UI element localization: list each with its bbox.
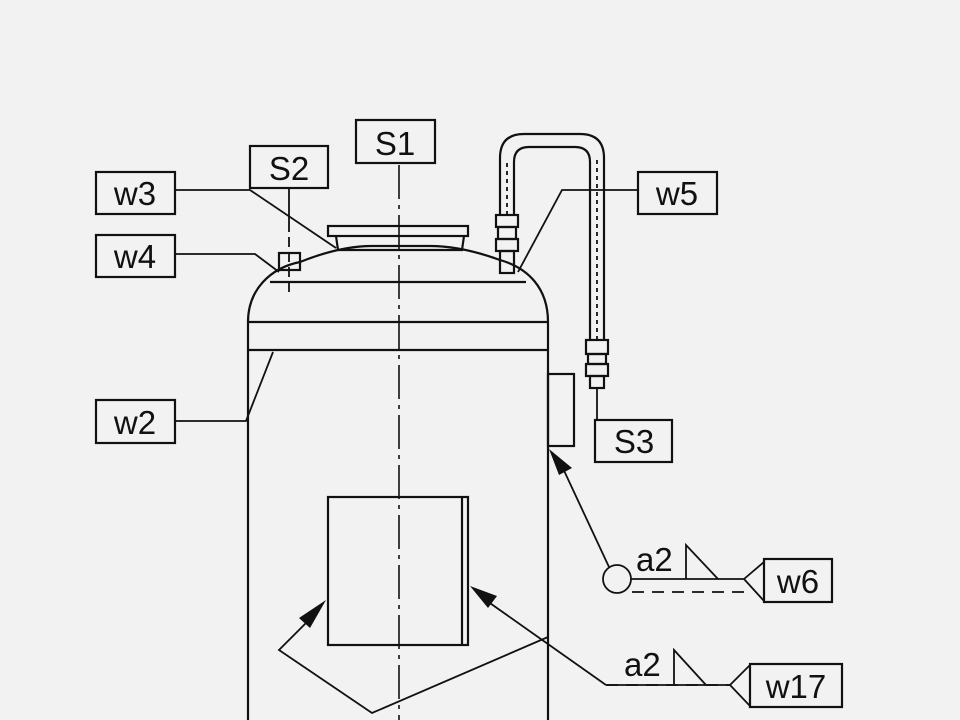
label-s1: S1 — [375, 125, 415, 162]
w17-weld-leader — [277, 586, 751, 715]
body-window — [326, 495, 470, 647]
pipe-loop — [494, 132, 610, 420]
label-box-w2 — [94, 398, 177, 445]
label-box-w17 — [748, 662, 844, 709]
vessel-shell — [246, 244, 550, 720]
label-box-s2 — [248, 144, 330, 190]
leader-lines — [175, 188, 638, 422]
label-box-w5 — [636, 170, 719, 216]
label-box-w3 — [94, 170, 177, 216]
weld-throat-w17: a2 — [624, 646, 661, 683]
label-s2: S2 — [269, 150, 309, 187]
weld-throat-w6: a2 — [636, 541, 673, 578]
nozzle-s2 — [277, 222, 302, 294]
label-s3: S3 — [614, 423, 654, 460]
side-pad — [546, 372, 576, 448]
label-w6: w6 — [776, 563, 819, 600]
label-w5: w5 — [655, 175, 698, 212]
label-box-w4 — [94, 233, 177, 279]
label-w17: w17 — [765, 668, 827, 705]
label-w3: w3 — [113, 175, 156, 212]
label-w2: w2 — [113, 404, 156, 441]
label-box-s1 — [354, 118, 437, 165]
label-w4: w4 — [113, 238, 156, 275]
top-flange — [326, 224, 470, 252]
label-box-w6 — [762, 557, 834, 604]
w6-weld-leader — [549, 449, 765, 604]
label-box-s3 — [593, 418, 674, 464]
